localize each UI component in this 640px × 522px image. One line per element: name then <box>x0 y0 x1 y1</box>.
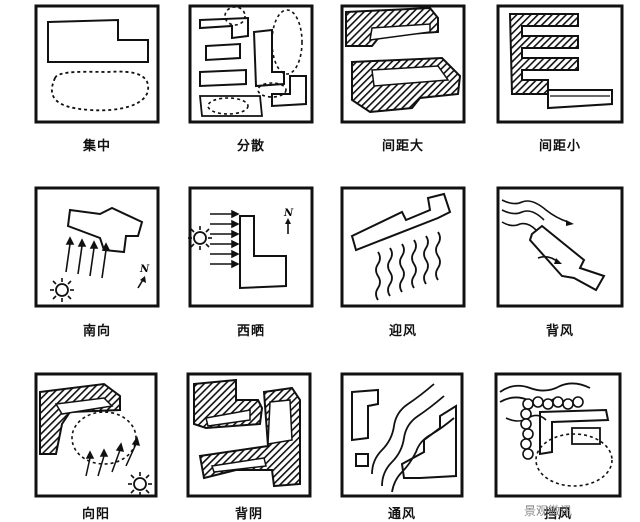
panel-leeward <box>496 186 624 308</box>
caption-leeward: 背风 <box>545 324 574 339</box>
panel-facing-wind <box>340 186 466 308</box>
caption-west-sun: 西晒 <box>236 324 265 339</box>
caption-sunny-side: 向阳 <box>81 507 110 522</box>
caption-dispersed: 分散 <box>236 139 265 154</box>
caption-shaded-side: 背阴 <box>234 507 263 522</box>
caption-concentrated: 集中 <box>82 139 111 154</box>
caption-small-spacing: 间距小 <box>538 139 581 154</box>
panel-windbreak <box>494 372 622 498</box>
panel-concentrated <box>34 4 160 124</box>
panel-ventilation <box>340 372 464 498</box>
caption-south-orientation: 南向 <box>82 324 111 339</box>
caption-ventilation: 通风 <box>387 507 416 522</box>
panel-sunny-side <box>34 372 158 498</box>
panel-shaded-side <box>186 372 312 498</box>
panel-small-spacing <box>496 4 624 124</box>
caption-large-spacing: 间距大 <box>381 139 424 154</box>
compass-north-label: N <box>283 208 294 219</box>
caption-facing-wind: 迎风 <box>388 324 417 339</box>
panel-south-orientation: N <box>34 186 160 308</box>
panel-west-sun: N <box>187 186 314 308</box>
watermark: 景观微讯 <box>524 504 573 518</box>
compass-north-label: N <box>139 264 150 275</box>
panel-large-spacing <box>340 4 466 124</box>
panel-dispersed <box>188 4 314 124</box>
caption-windbreak: 挡风 <box>543 507 572 522</box>
